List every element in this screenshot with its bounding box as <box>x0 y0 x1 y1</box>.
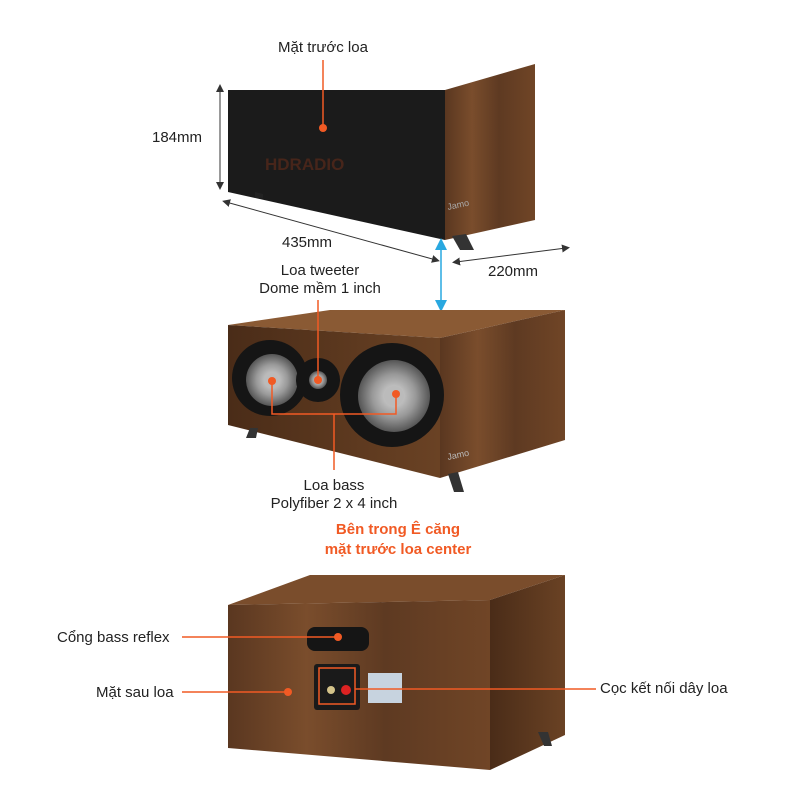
width-label: 435mm <box>282 234 333 251</box>
tweeter-label-line1: Loa tweeter <box>280 262 360 279</box>
right-woofer <box>340 343 444 447</box>
highlight-line2: mặt trước loa center <box>324 541 472 558</box>
depth-dimension <box>452 244 570 266</box>
spec-label <box>368 673 402 703</box>
brand-logo-middle: Jamo <box>446 448 470 462</box>
brand-logo: Jamo <box>446 198 470 212</box>
height-label: 184mm <box>152 129 203 146</box>
terminals-label: Cọc kết nối dây loa <box>600 680 728 697</box>
watermark-logo: HDRADIO <box>265 155 344 174</box>
bass-label-line1: Loa bass <box>303 477 365 494</box>
bass-label-line2: Polyfiber 2 x 4 inch <box>270 495 398 512</box>
depth-label: 220mm <box>488 263 539 280</box>
highlight-line1: Bên trong Ê căng <box>335 521 461 538</box>
front-face-label: Mặt trước loa <box>278 39 368 56</box>
terminal-plate <box>314 664 360 710</box>
speaker-grille-removed-view: Jamo <box>228 300 565 492</box>
speaker-back-view <box>182 575 596 770</box>
bass-reflex-label: Cổng bass reflex <box>57 629 170 646</box>
back-face-label: Mặt sau loa <box>96 684 174 701</box>
speaker-front-view: HDRADIO Jamo <box>228 60 535 250</box>
width-dimension <box>222 199 440 263</box>
tweeter-label-line2: Dome mềm 1 inch <box>259 280 381 297</box>
